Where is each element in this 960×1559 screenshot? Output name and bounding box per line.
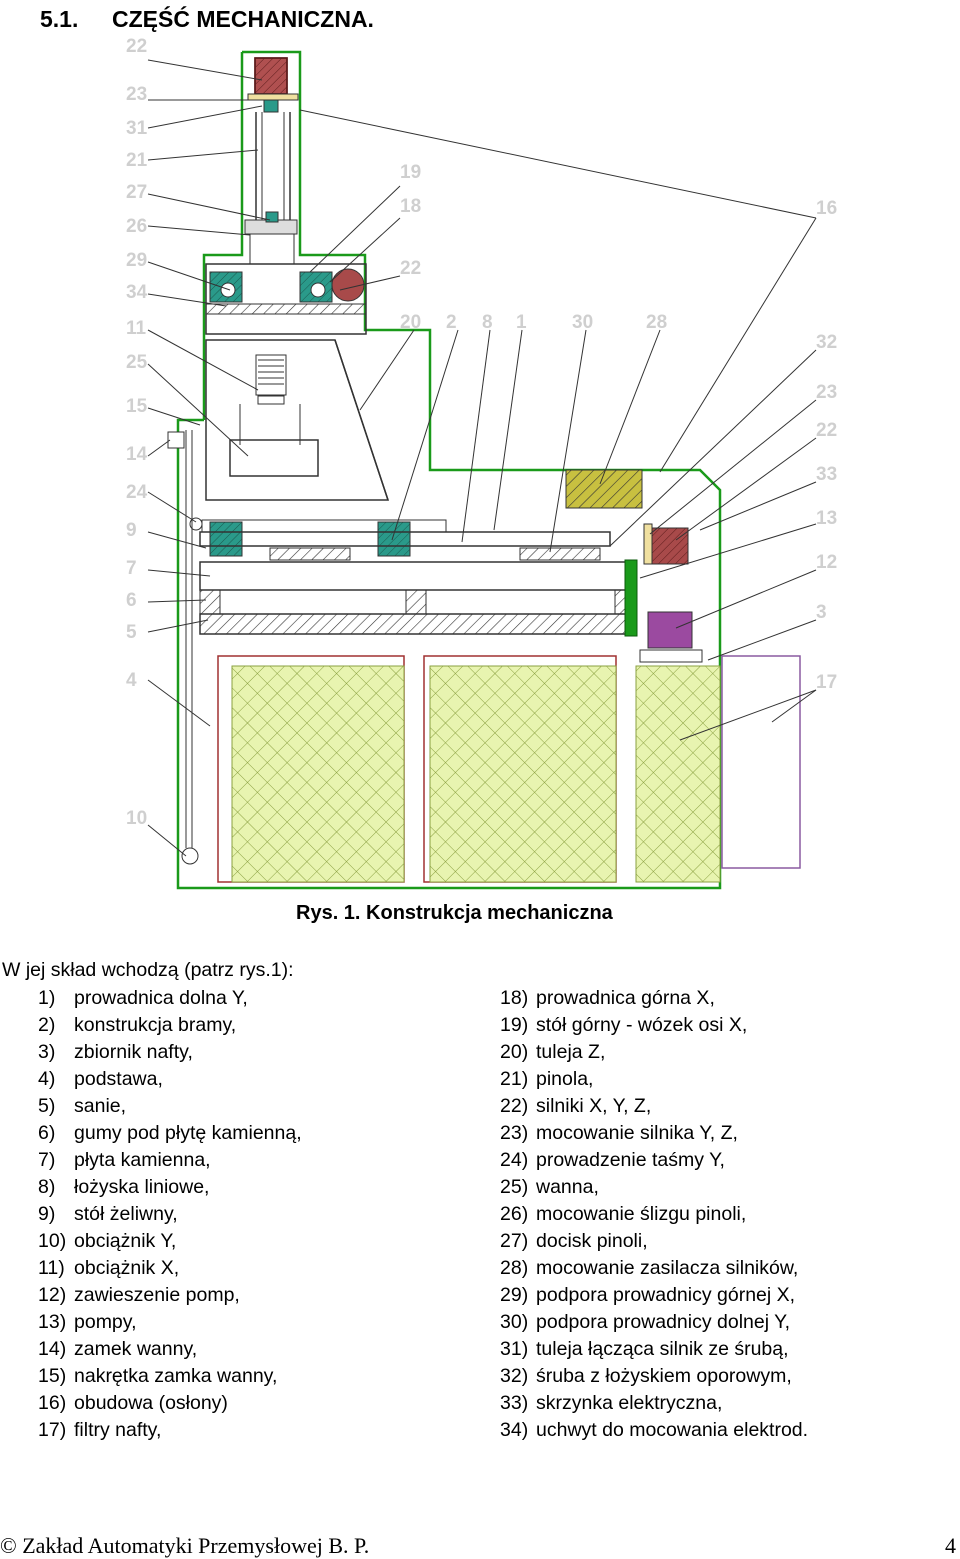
list-item: 6)gumy pod płytę kamienną,: [38, 1122, 302, 1144]
housing-outline: [176, 50, 722, 890]
callout-23-right: 23: [816, 382, 837, 403]
list-item: 10)obciążnik Y,: [38, 1230, 177, 1252]
list-item: 9)stół żeliwny,: [38, 1203, 178, 1225]
list-item: 23)mocowanie silnika Y, Z,: [500, 1122, 738, 1144]
list-item: 8)łożyska liniowe,: [38, 1176, 210, 1198]
list-item: 11)obciążnik X,: [38, 1257, 180, 1279]
intro-text: W jej skład wchodzą (patrz rys.1):: [2, 959, 294, 981]
callout-6: 6: [126, 590, 137, 611]
list-item: 31)tuleja łącząca silnik ze śrubą,: [500, 1338, 789, 1360]
callout-21: 21: [126, 150, 148, 171]
list-item: 34)uchwyt do mocowania elektrod.: [500, 1419, 809, 1441]
callout-31: 31: [126, 118, 148, 139]
callout-3: 3: [816, 602, 827, 623]
callout-33: 33: [816, 464, 837, 485]
callout-22-right: 22: [816, 420, 837, 441]
callout-16: 16: [816, 198, 837, 219]
callout-7: 7: [126, 558, 137, 579]
motor-x: [331, 268, 365, 302]
callout-25: 25: [126, 352, 148, 373]
callout-30: 30: [572, 312, 593, 333]
section-heading: 5.1. CZĘŚĆ MECHANICZNA.: [40, 6, 374, 33]
section-title: CZĘŚĆ MECHANICZNA.: [112, 6, 374, 32]
parts-list-left: 1)prowadnica dolna Y, 2)konstrukcja bram…: [38, 985, 302, 1444]
list-item: 1)prowadnica dolna Y,: [38, 987, 248, 1009]
list-item: 15)nakrętka zamka wanny,: [38, 1365, 278, 1387]
list-item: 14)zamek wanny,: [38, 1338, 198, 1360]
callout-11: 11: [126, 318, 147, 339]
mechanical-construction-diagram: 22 23 31 21 27 26 29 34 11 25 15 14 24 9…: [126, 36, 837, 890]
callout-12: 12: [816, 552, 837, 573]
callout-29: 29: [126, 250, 147, 271]
list-item: 33)skrzynka elektryczna,: [500, 1392, 723, 1414]
callout-15: 15: [126, 396, 148, 417]
list-item: 21)pinola,: [500, 1068, 594, 1090]
callout-5: 5: [126, 622, 137, 643]
callout-23-left: 23: [126, 84, 147, 105]
list-item: 29)podpora prowadnicy górnej X,: [500, 1284, 796, 1306]
footer-text: Zakład Automatyki Przemysłowej B. P.: [22, 1533, 370, 1558]
callout-18: 18: [400, 196, 421, 217]
callout-13: 13: [816, 508, 837, 529]
list-item: 26)mocowanie ślizgu pinoli,: [500, 1203, 747, 1225]
callout-20: 20: [400, 312, 421, 333]
callout-22-top: 22: [400, 258, 421, 279]
callout-8: 8: [482, 312, 493, 333]
list-item: 18)prowadnica górna X,: [500, 987, 715, 1009]
list-item: 25)wanna,: [500, 1176, 599, 1198]
callout-2: 2: [446, 312, 457, 333]
list-item: 3)zbiornik nafty,: [38, 1041, 193, 1063]
list-item: 24)prowadzenie taśmy Y,: [500, 1149, 725, 1171]
list-item: 32)śruba z łożyskiem oporowym,: [500, 1365, 792, 1387]
callout-34: 34: [126, 282, 148, 303]
list-item: 5)sanie,: [38, 1095, 127, 1117]
callout-24: 24: [126, 482, 148, 503]
list-item: 28)mocowanie zasilacza silników,: [500, 1257, 799, 1279]
callout-10: 10: [126, 808, 147, 829]
list-item: 13)pompy,: [38, 1311, 137, 1333]
pump: [647, 611, 693, 649]
callout-27: 27: [126, 182, 147, 203]
callout-22-left: 22: [126, 36, 147, 57]
list-item: 16)obudowa (osłony): [38, 1392, 228, 1414]
list-item: 22)silniki X, Y, Z,: [500, 1095, 652, 1117]
callout-32: 32: [816, 332, 837, 353]
list-item: 19)stół górny - wózek osi X,: [500, 1014, 748, 1036]
callout-19: 19: [400, 162, 421, 183]
callout-1: 1: [516, 312, 527, 333]
list-item: 12)zawieszenie pomp,: [38, 1284, 240, 1306]
list-item: 7)płyta kamienna,: [38, 1149, 211, 1171]
callout-9: 9: [126, 520, 137, 541]
figure-caption: Rys. 1. Konstrukcja mechaniczna: [296, 902, 613, 924]
list-item: 2)konstrukcja bramy,: [38, 1014, 237, 1036]
list-item: 20)tuleja Z,: [500, 1041, 606, 1063]
section-number: 5.1.: [40, 6, 79, 32]
parts-list-right: 18)prowadnica górna X, 19)stół górny - w…: [500, 985, 808, 1444]
callout-14: 14: [126, 444, 148, 465]
list-item: 4)podstawa,: [38, 1068, 163, 1090]
callout-17: 17: [816, 672, 837, 693]
callout-4: 4: [126, 670, 137, 691]
list-item: 17)filtry nafty,: [38, 1419, 162, 1441]
list-item: 30)podpora prowadnicy dolnej Y,: [500, 1311, 791, 1333]
callout-26: 26: [126, 216, 147, 237]
copyright-icon: ©: [0, 1533, 17, 1558]
page-number: 4: [945, 1533, 956, 1558]
list-item: 27)docisk pinoli,: [500, 1230, 648, 1252]
fuel-tank: [721, 655, 801, 869]
callout-28: 28: [646, 312, 667, 333]
page-footer: © Zakład Automatyki Przemysłowej B. P.: [0, 1533, 369, 1559]
